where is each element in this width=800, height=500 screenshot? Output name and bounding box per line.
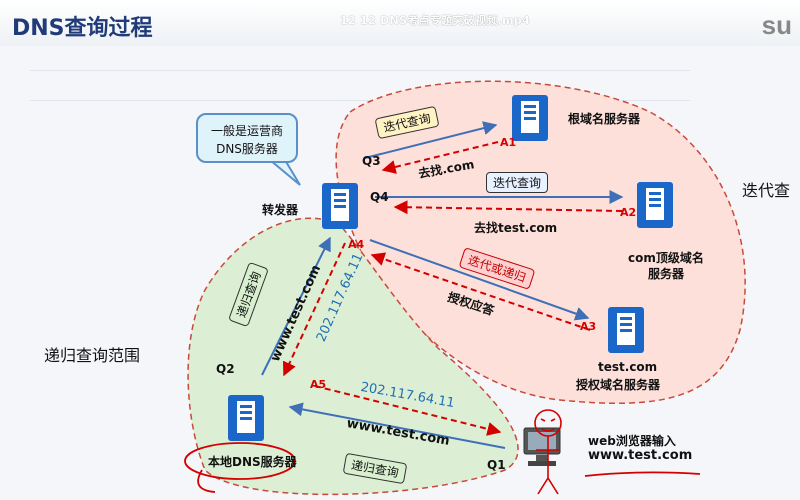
marker-a3: A3 (580, 320, 597, 333)
iterative-region-label: 迭代查 (742, 181, 791, 200)
browser-label-1: web浏览器输入 (588, 434, 676, 448)
callout-tail (267, 159, 301, 186)
marker-a4: A4 (348, 238, 365, 251)
highlight-stroke (197, 469, 216, 493)
local-server-icon (228, 395, 264, 441)
root-server-label: 根域名服务器 (568, 112, 641, 126)
com-server-icon (637, 182, 673, 228)
arrow-a2 (393, 200, 623, 215)
arrow-a5 (314, 385, 502, 436)
go-test-label: 去找test.com (474, 221, 558, 235)
recursive-region (187, 217, 519, 496)
marker-q2: Q2 (216, 362, 235, 376)
iter-query-tag-2: 迭代查询 (486, 172, 549, 193)
recursive-region-label: 递归查询范围 (44, 346, 141, 365)
person-doodle-icon (534, 409, 562, 495)
watermark-logo: su (761, 10, 792, 40)
callout-line-2: DNS服务器 (216, 142, 278, 156)
header-bar (0, 0, 800, 46)
com-server-label-2: 服务器 (648, 267, 685, 281)
root-server-icon (512, 95, 548, 141)
marker-q4: Q4 (370, 190, 389, 204)
highlight-circle (184, 442, 296, 480)
marker-a1: A1 (500, 136, 517, 149)
marker-a5: A5 (310, 378, 327, 391)
arrow-a3 (370, 252, 591, 331)
divider (30, 70, 690, 71)
test-server-label-1: test.com (598, 360, 658, 374)
arrow-q1 (288, 402, 506, 449)
marker-q1: Q1 (487, 458, 506, 472)
marker-q3: Q3 (362, 154, 381, 168)
callout-line-1: 一般是运营商 (210, 124, 283, 138)
arrow-q2 (261, 236, 331, 376)
marker-a2: A2 (620, 206, 637, 219)
forwarder-label: 转发器 (262, 203, 299, 217)
local-server-label: 本地DNS服务器 (208, 455, 297, 469)
com-server-label-1: com顶级域名 (628, 251, 704, 265)
arrow-q3 (364, 121, 498, 159)
forwarder-server-icon (322, 183, 358, 229)
browser-label-2: www.test.com (588, 448, 693, 463)
page-title: DNS查询过程 (12, 16, 153, 41)
isp-callout: 一般是运营商 DNS服务器 (196, 113, 298, 163)
url-underline (584, 471, 701, 477)
arrow-a4 (282, 242, 346, 377)
test-server-icon (608, 307, 644, 353)
arrow-recurse-auth (369, 239, 590, 321)
test-server-label-2: 授权域名服务器 (576, 378, 661, 392)
video-title: 12 12 DNS考点专题突破视频.mp4 (340, 14, 531, 27)
divider (30, 100, 690, 101)
